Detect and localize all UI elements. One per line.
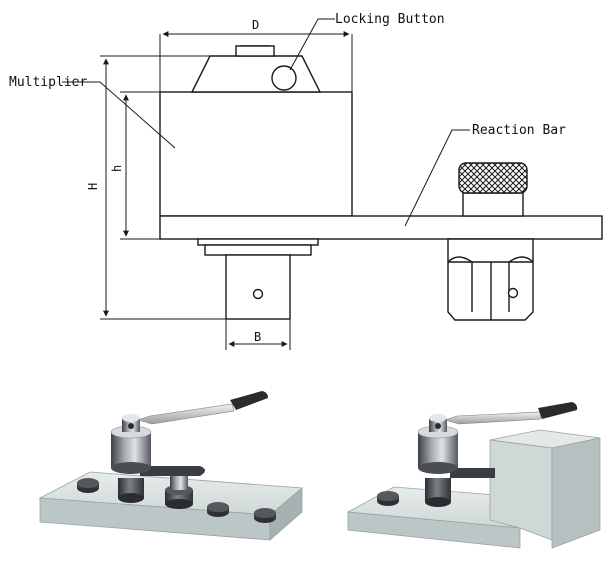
reaction-bar-label: Reaction Bar [472, 123, 566, 138]
dimension-b-label: B [254, 330, 261, 344]
plate-stud [77, 478, 99, 493]
render-right-base-plate [346, 402, 601, 549]
multiplier-body [159, 91, 353, 217]
plate-stud [207, 502, 229, 517]
dimension-d-label: D [252, 18, 259, 32]
dimension-h-label: H [86, 183, 100, 190]
plate-stud [254, 508, 276, 523]
locking-button-leader [289, 18, 335, 71]
technical-drawing [62, 18, 603, 350]
render-right-handle [443, 411, 542, 425]
locking-button-label: Locking Button [335, 12, 445, 27]
reaction-bar [159, 215, 603, 240]
output-square-drive [225, 254, 291, 320]
multiplier-cap [190, 55, 322, 93]
plate-stud [377, 491, 399, 506]
reaction-knob-knurl [458, 162, 528, 194]
multiplier-leader [62, 81, 176, 149]
render-left-base-plate [38, 391, 304, 541]
render-left-grip [230, 391, 268, 410]
reaction-knob-base [462, 192, 524, 217]
reaction-bar-leader [404, 129, 470, 227]
render-right-grip [538, 402, 578, 419]
locking-button-icon [271, 65, 297, 91]
dimension-small-h-label: h [110, 165, 124, 172]
multiplier-label: Multiplier [9, 75, 87, 90]
output-flange [197, 238, 319, 246]
render-left-handle [136, 403, 235, 425]
